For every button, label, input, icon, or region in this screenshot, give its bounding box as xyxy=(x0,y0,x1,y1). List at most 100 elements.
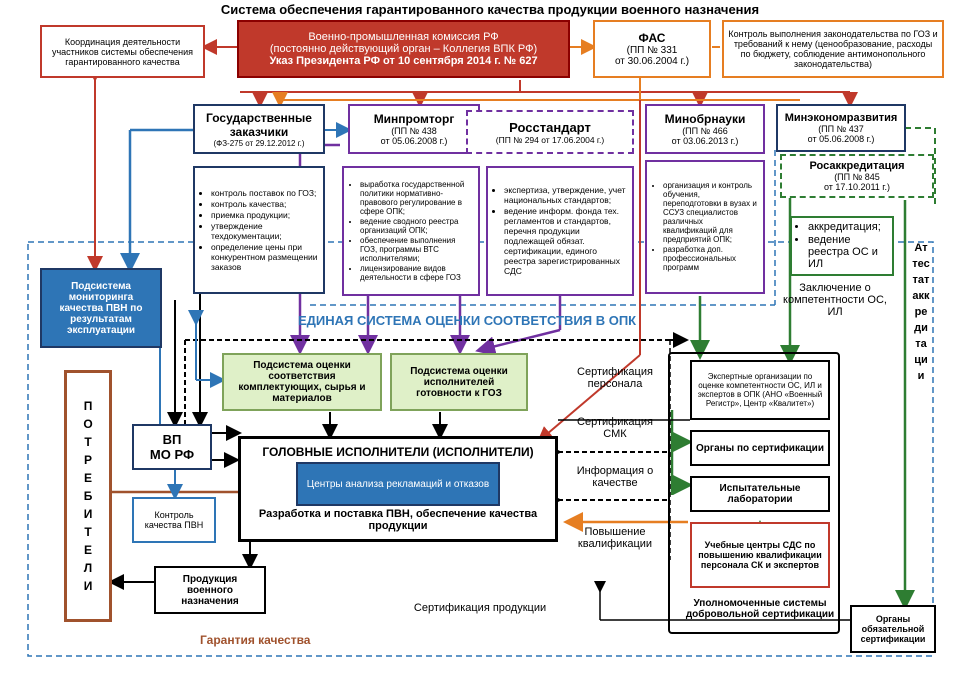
centers-text: Центры анализа рекламаций и отказов xyxy=(306,478,490,490)
uchebn-box: Учебные центры СДС по повышению квалифик… xyxy=(690,522,830,588)
ra-date: от 17.10.2011 г.) xyxy=(824,182,890,192)
cert-smk-label: Сертификация СМК xyxy=(577,416,653,440)
fas-control-box: Контроль выполнения законодательства по … xyxy=(722,20,944,78)
mpt-date: от 05.06.2008 г.) xyxy=(380,136,448,146)
gz-item: приемка продукции; xyxy=(211,210,319,220)
fas-title: ФАС xyxy=(638,31,666,45)
obyaz-text: Органы обязательной сертификации xyxy=(860,614,926,644)
centers-box: Центры анализа рекламаций и отказов xyxy=(296,462,500,506)
sub1-box: Подсистема оценки соответствия комплекту… xyxy=(222,353,382,411)
rst-list: экспертиза, утверждение, учет национальн… xyxy=(486,166,634,296)
organs-text: Органы по сертификации xyxy=(696,442,824,454)
sub2-box: Подсистема оценки исполнителей готовност… xyxy=(390,353,528,411)
mon-date: от 03.06.2013 г.) xyxy=(671,136,739,146)
mon-title: Минобрнауки xyxy=(664,112,746,126)
fas-pp: (ПП № 331 xyxy=(626,45,678,56)
gz-item: контроль поставок по ГОЗ; xyxy=(211,188,319,198)
mon-list: организация и контроль обучения, перепод… xyxy=(645,160,765,294)
vp-line2: МО РФ xyxy=(149,447,195,462)
fas-box: ФАС (ПП № 331 от 30.06.2004 г.) xyxy=(593,20,711,78)
organs-box: Органы по сертификации xyxy=(690,430,830,466)
attest-label: Аттестат аккредитации xyxy=(912,242,930,382)
upoln-region xyxy=(668,352,840,634)
prod-text: Продукция военного назначения xyxy=(181,573,239,607)
mon-item: организация и контроль обучения, перепод… xyxy=(663,181,759,244)
gz-law: (ФЗ-275 от 29.12.2012 г.) xyxy=(213,138,305,148)
uchebn-text: Учебные центры СДС по повышению квалифик… xyxy=(698,540,822,570)
gz-header: Государственные заказчики (ФЗ-275 от 29.… xyxy=(193,104,325,154)
guarantee-label: Гарантия качества xyxy=(200,633,311,647)
rst-header: Росстандарт (ПП № 294 от 17.06.2004 г.) xyxy=(466,110,634,154)
ra-pp: (ПП № 845 xyxy=(834,172,880,182)
kontrol-box: Контроль качества ПВН xyxy=(132,497,216,543)
info-label: Информация о качестве xyxy=(576,465,654,489)
ra-item: аккредитация; xyxy=(808,221,888,233)
vpk-line3: Указ Президента РФ от 10 сентября 2014 г… xyxy=(269,55,538,67)
ra-item: ведение реестра ОС и ИЛ xyxy=(808,234,888,270)
mer-title: Минэкономразвития xyxy=(784,112,898,124)
rst-title: Росстандарт xyxy=(509,119,591,135)
rst-pp: (ПП № 294 от 17.06.2004 г.) xyxy=(495,134,605,145)
cert-pers-label: Сертификация персонала xyxy=(577,366,653,390)
mer-header: Минэкономразвития (ПП № 437 от 05.06.200… xyxy=(776,104,906,152)
expert-box: Экспертные организации по оценке компете… xyxy=(690,360,830,420)
mpt-title: Минпромторг xyxy=(373,112,455,126)
mon-header: Минобрнауки (ПП № 466 от 03.06.2013 г.) xyxy=(645,104,765,154)
sub2-text: Подсистема оценки исполнителей готовност… xyxy=(410,365,508,399)
mpt-item: выработка государственной политики норма… xyxy=(360,180,474,216)
mpt-item: обеспечение выполнения ГОЗ, программы ВТ… xyxy=(360,236,474,263)
gz-items: контроль поставок по ГОЗ;контроль качест… xyxy=(199,188,319,273)
ra-list: аккредитация;ведение реестра ОС и ИЛ xyxy=(790,216,894,276)
consumers-text: ПОТРЕБИТЕЛИ xyxy=(83,399,93,593)
vpk-box: Военно-промышленная комиссия РФ (постоян… xyxy=(237,20,570,78)
esoc-label: ЕДИНАЯ СИСТЕМА ОЦЕНКИ СООТВЕТСТВИЯ В ОПК xyxy=(298,313,637,328)
upoln-label: Уполномоченные системы добровольной серт… xyxy=(685,598,835,620)
labs-text: Испытательные лаборатории xyxy=(719,483,801,505)
mpt-pp: (ПП № 438 xyxy=(391,126,437,136)
mpt-items: выработка государственной политики норма… xyxy=(348,180,474,283)
gz-item: определение цены при конкурентном размещ… xyxy=(211,242,319,272)
gz-list: контроль поставок по ГОЗ;контроль качест… xyxy=(193,166,325,294)
golovn-title: ГОЛОВНЫЕ ИСПОЛНИТЕЛИ (ИСПОЛНИТЕЛИ) xyxy=(262,445,534,459)
rst-items: экспертиза, утверждение, учет национальн… xyxy=(492,185,628,277)
mpt-header: Минпромторг (ПП № 438 от 05.06.2008 г.) xyxy=(348,104,480,154)
razrab-label: Разработка и поставка ПВН, обеспечение к… xyxy=(258,508,538,532)
vpk-line2: (постоянно действующий орган – Коллегия … xyxy=(269,43,538,55)
mer-pp: (ПП № 437 xyxy=(818,124,864,134)
expert-text: Экспертные организации по оценке компете… xyxy=(697,372,823,408)
cert-prod-label: Сертификация продукции xyxy=(413,602,547,614)
mer-date: от 05.06.2008 г.) xyxy=(807,134,875,144)
mpt-list: выработка государственной политики норма… xyxy=(342,166,480,296)
fas-control-text: Контроль выполнения законодательства по … xyxy=(728,29,938,69)
povysh-label: Повышение квалификации xyxy=(577,526,653,550)
coordination-text: Координация деятельности участников сист… xyxy=(51,36,194,67)
vpk-line1: Военно-промышленная комиссия РФ xyxy=(308,31,499,43)
prod-box: Продукция военного назначения xyxy=(154,566,266,614)
zakl-label: Заключение о компетентности ОС, ИЛ xyxy=(783,282,887,318)
obyaz-box: Органы обязательной сертификации xyxy=(850,605,936,653)
mon-pp: (ПП № 466 xyxy=(682,126,728,136)
mon-item: разработка доп. профессиональных програм… xyxy=(663,245,759,272)
consumers-box: ПОТРЕБИТЕЛИ xyxy=(64,370,112,622)
sub1-text: Подсистема оценки соответствия комплекту… xyxy=(238,360,366,404)
ra-items: аккредитация;ведение реестра ОС и ИЛ xyxy=(796,221,888,271)
ra-title: Росаккредитация xyxy=(809,160,905,172)
mpt-item: лицензирование видов деятельности в сфер… xyxy=(360,264,474,282)
rst-item: ведение информ. фонда тех. регламентов и… xyxy=(504,206,628,276)
gz-item: утверждение техдокументации; xyxy=(211,221,319,241)
rst-item: экспертиза, утверждение, учет национальн… xyxy=(504,185,628,205)
ra-header: Росаккредитация (ПП № 845 от 17.10.2011 … xyxy=(780,154,934,198)
vp-line1: ВП xyxy=(162,432,182,447)
coordination-box: Координация деятельности участников сист… xyxy=(40,25,205,78)
monitor-box: Подсистема мониторинга качества ПВН по р… xyxy=(40,268,162,348)
mpt-item: ведение сводного реестра организаций ОПК… xyxy=(360,217,474,235)
gz-item: контроль качества; xyxy=(211,199,319,209)
fas-date: от 30.06.2004 г.) xyxy=(614,56,690,67)
labs-box: Испытательные лаборатории xyxy=(690,476,830,512)
vp-box: ВП МО РФ xyxy=(132,424,212,470)
page-title: Система обеспечения гарантированного кач… xyxy=(220,2,760,17)
kontrol-text: Контроль качества ПВН xyxy=(144,510,204,530)
mon-items: организация и контроль обучения, перепод… xyxy=(651,181,759,273)
gz-title: Государственные заказчики xyxy=(206,110,312,139)
monitor-text: Подсистема мониторинга качества ПВН по р… xyxy=(59,280,143,336)
